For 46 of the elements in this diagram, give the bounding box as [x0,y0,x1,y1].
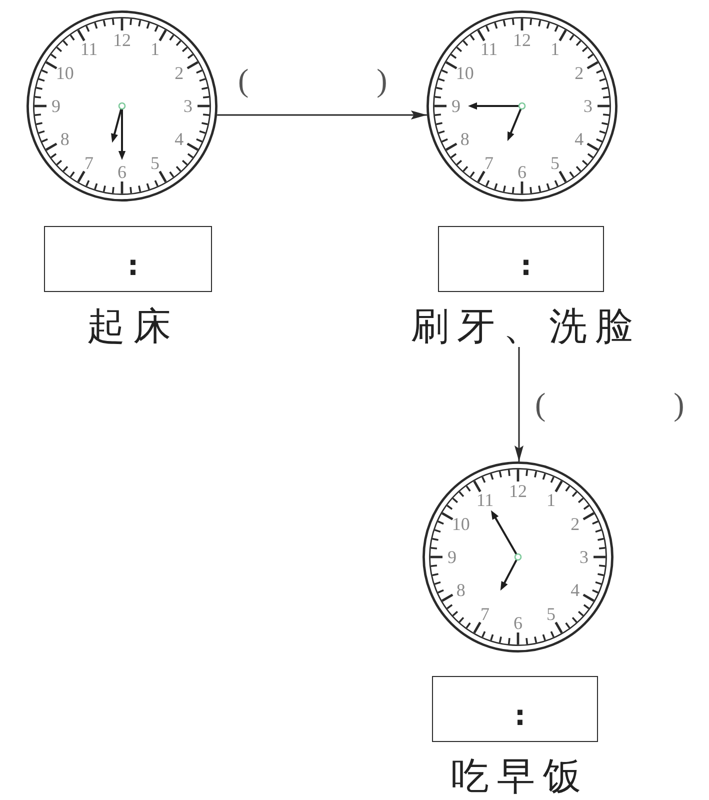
clock-number: 8 [60,130,70,148]
clock-number: 8 [456,581,466,599]
clock-number: 10 [56,64,74,82]
clock-number: 1 [150,40,160,58]
clock-number: 3 [184,97,192,115]
clock-number: 4 [174,130,184,148]
answer-box: : [438,226,604,292]
clock-number: 11 [476,490,494,509]
fill-in-blank: ( ) [238,61,388,100]
activity-label: 吃早饭 [450,755,589,797]
clock-number: 2 [174,64,184,82]
clock-number: 7 [84,154,94,172]
clock-number: 5 [546,605,556,624]
clock-number: 3 [584,97,592,115]
clock-number: 2 [574,64,584,82]
answer-box: : [44,226,212,292]
clock-number: 1 [546,490,556,509]
clock-number: 7 [480,605,490,624]
clock-number: 10 [456,64,474,82]
clock-number: 5 [550,154,560,172]
clock-number: 6 [514,614,522,632]
clock-number: 11 [80,40,98,58]
clock-number: 8 [460,130,470,148]
clock-number: 9 [448,548,456,566]
answer-box: : [432,676,598,742]
clock-number: 10 [452,515,470,533]
fill-in-blank: ( ) [535,385,684,424]
clock-number: 1 [550,40,560,58]
arrow [217,110,427,120]
clock-number: 9 [452,97,460,115]
clock-number: 7 [484,154,494,172]
clock-number: 12 [513,31,531,49]
arrow [514,347,524,462]
clock-number: 3 [580,548,588,566]
activity-label: 刷牙、洗脸 [403,305,641,347]
clock-number: 12 [509,482,527,500]
activity-label: 起床 [86,305,179,347]
clock-number: 2 [570,515,580,533]
clock-number: 6 [118,163,126,181]
clock-number: 5 [150,154,160,172]
clock-number: 12 [113,31,131,49]
clock-number: 4 [574,130,584,148]
clock-number: 6 [518,163,526,181]
clock-number: 9 [52,97,60,115]
clock-number: 4 [570,581,580,599]
clock-number: 11 [480,40,498,58]
